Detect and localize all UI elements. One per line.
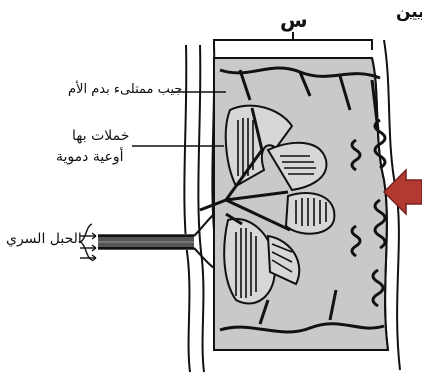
cord-brace <box>80 224 92 260</box>
header-word: بين <box>396 2 422 22</box>
region-letter: س <box>280 8 308 32</box>
label-umbilical-cord: الحبل السري <box>6 231 82 247</box>
label-villi-line1: خملات بها <box>72 128 129 144</box>
region-bracket <box>214 32 372 50</box>
umbilical-cord <box>98 214 214 268</box>
label-villi-line2: أوعية دموية <box>56 149 124 165</box>
label-maternal-sinus: جيب ممتلىء بدم الأم <box>68 82 182 97</box>
villus-right-lower <box>286 193 334 234</box>
red-pointer-arrow <box>384 170 422 214</box>
